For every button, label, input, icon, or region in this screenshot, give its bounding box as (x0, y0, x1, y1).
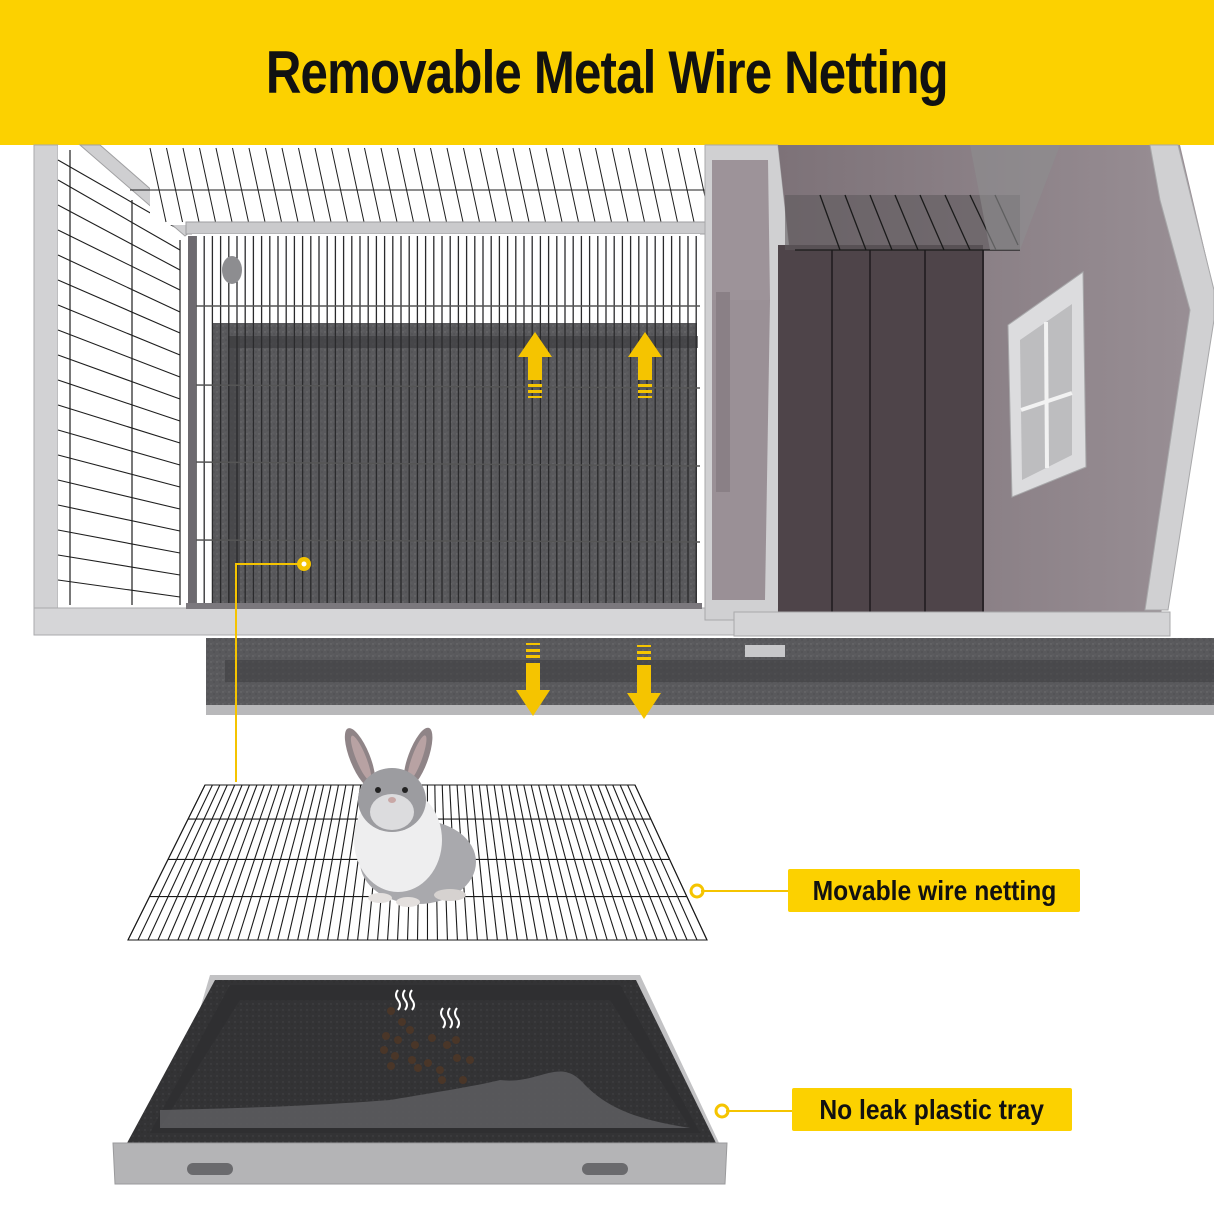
page-title: Removable Metal Wire Netting (266, 39, 949, 106)
plastic-tray (112, 975, 728, 1185)
arrow-up-icon (628, 332, 662, 398)
arrow-down-icon (516, 643, 550, 716)
odor-wave-icon (395, 989, 415, 1011)
title-banner: Removable Metal Wire Netting (0, 0, 1214, 145)
pullout-tray-in-hutch (206, 638, 1214, 715)
rabbit-image (344, 727, 476, 907)
hutch-house-section (704, 144, 1214, 637)
callout-connector-netting (689, 883, 788, 899)
callout-label-plastic-tray: No leak plastic tray (792, 1088, 1072, 1131)
house-window (1007, 271, 1087, 498)
arrow-up-icon (518, 332, 552, 398)
callout-label-wire-netting: Movable wire netting (788, 869, 1080, 912)
hutch-run-section (33, 144, 735, 636)
odor-wave-icon (440, 1007, 460, 1029)
callout-connector-tray (714, 1103, 792, 1119)
arrow-down-icon (627, 645, 661, 719)
callout-text: Movable wire netting (812, 874, 1056, 906)
leader-line-hutch (235, 557, 311, 782)
callout-text: No leak plastic tray (819, 1093, 1045, 1125)
